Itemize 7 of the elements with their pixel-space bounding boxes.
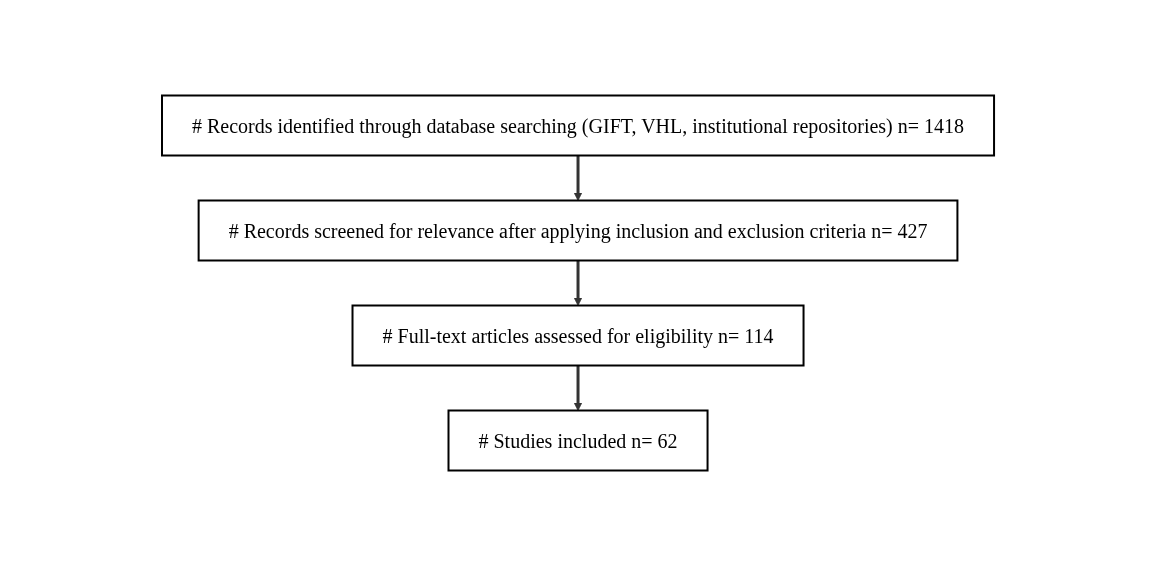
- node-box: # Full-text articles assessed for eligibility n= 114: [352, 304, 805, 366]
- node-box: # Studies included n= 62: [447, 409, 709, 471]
- arrow: [574, 155, 583, 201]
- node-box: # Records identified through database searching (GIFT, VHL, institutional repositories) n= 1418: [161, 94, 996, 156]
- node-box: # Records screened for relevance after applying inclusion and exclusion criteria n= 427: [198, 199, 959, 261]
- arrow: [574, 365, 583, 411]
- arrow: [574, 260, 583, 306]
